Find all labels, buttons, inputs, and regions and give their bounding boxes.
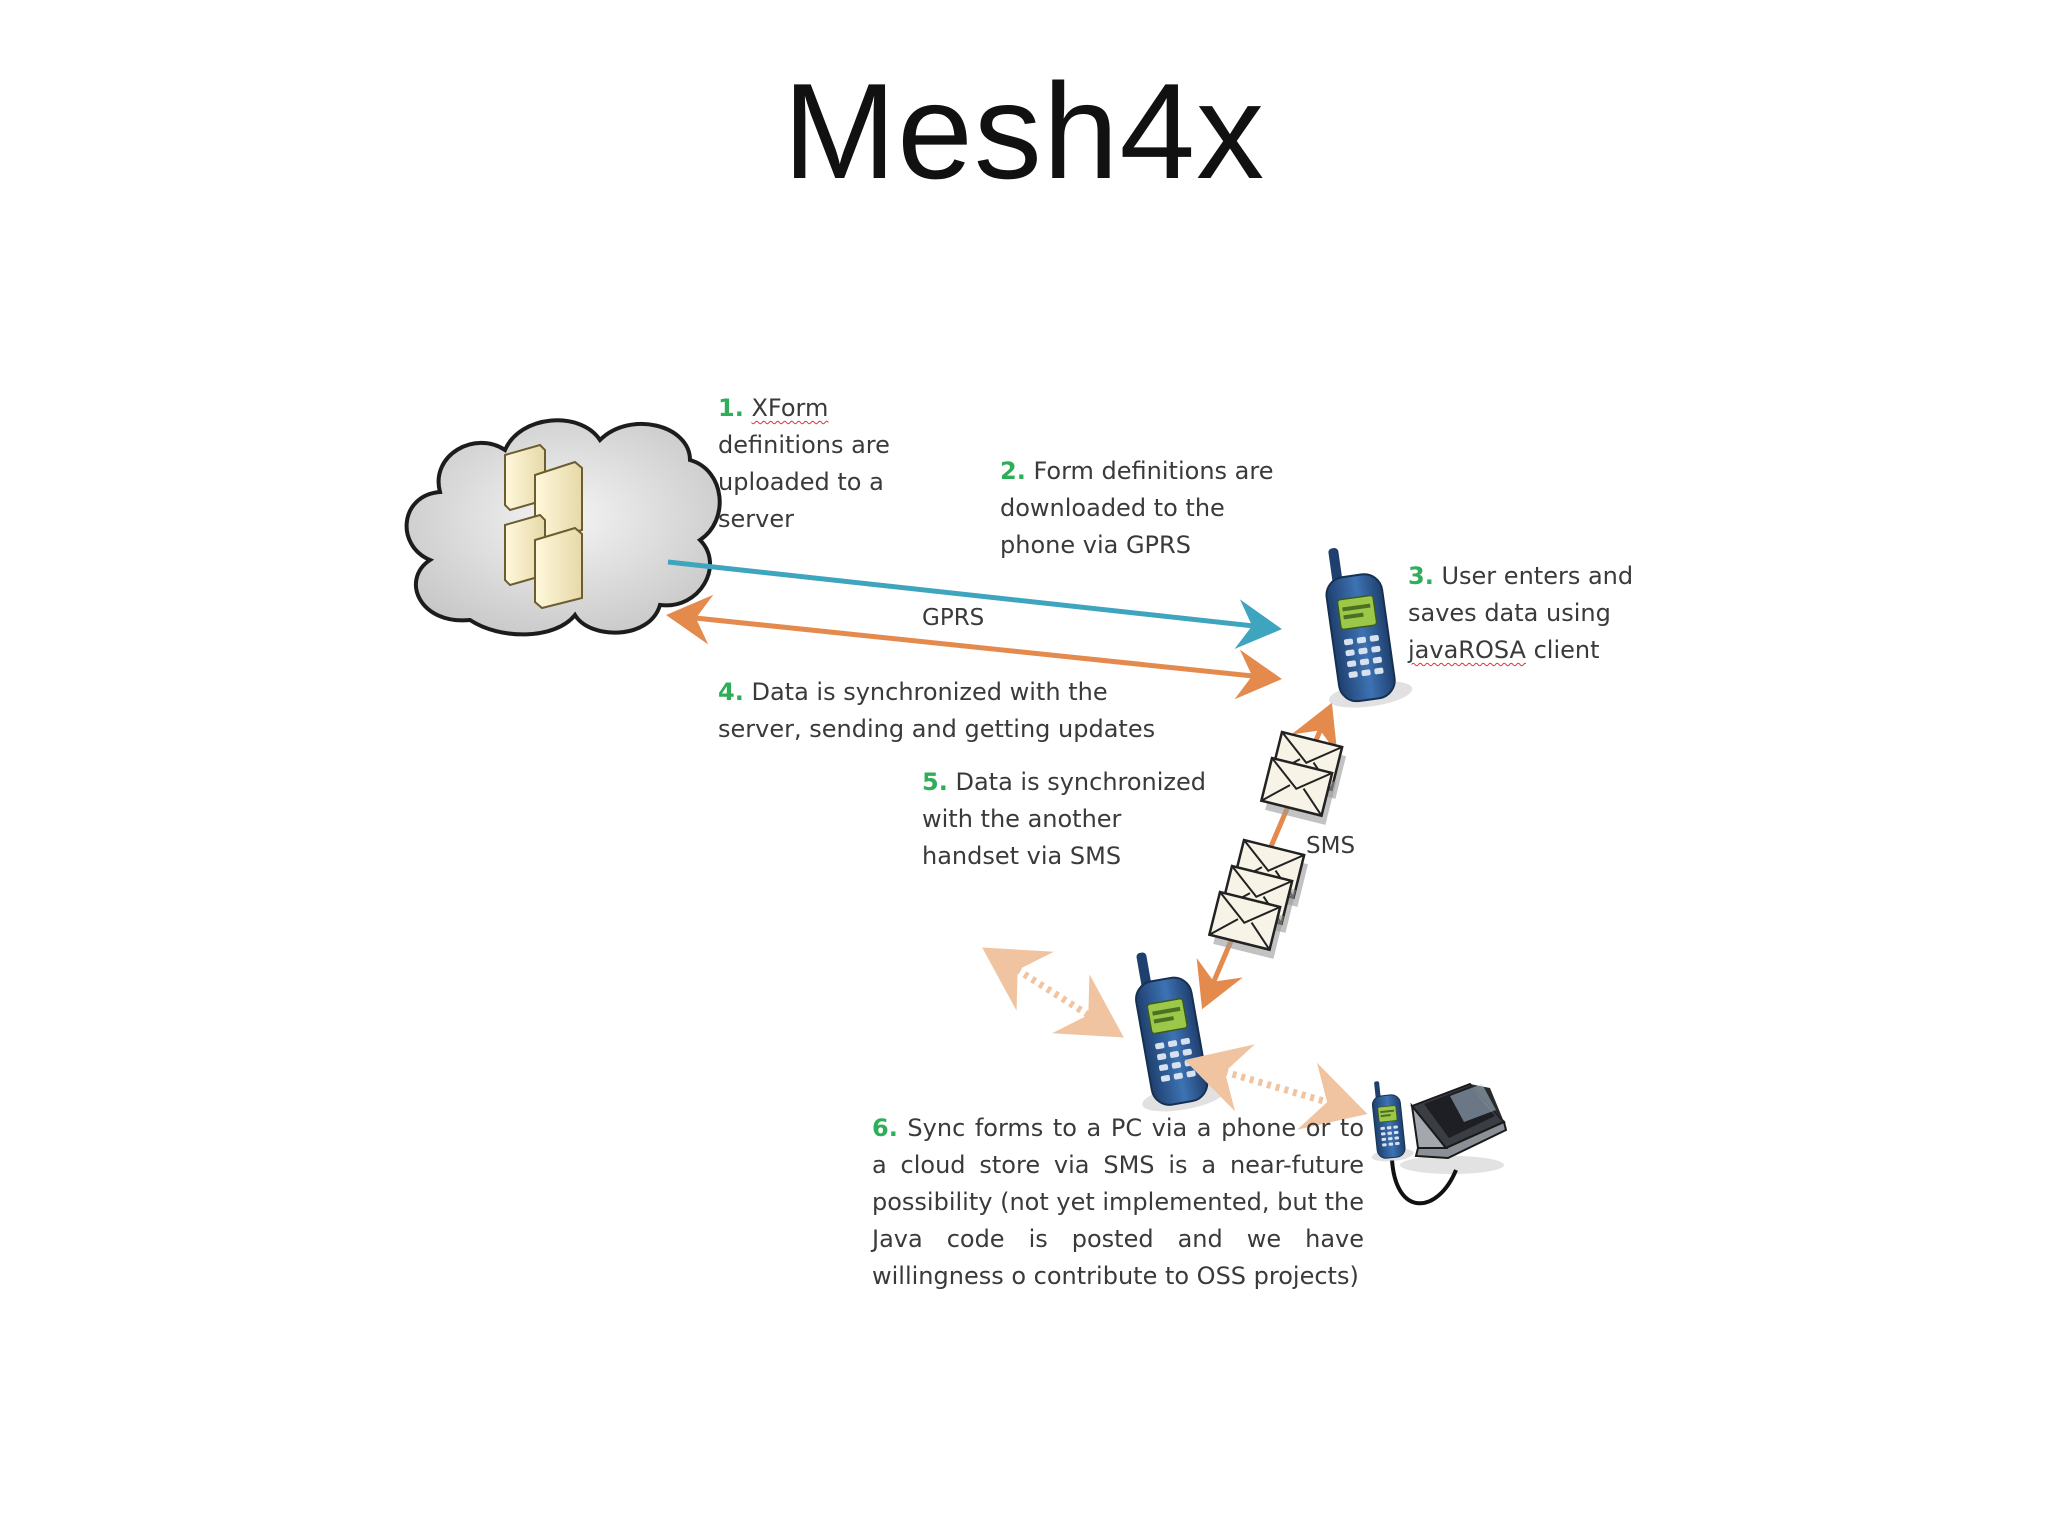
step-2: 2. Form definitions are downloaded to th…: [1000, 453, 1290, 564]
step-6-text: Sync forms to a PC via a phone or to a c…: [872, 1114, 1365, 1290]
step-3-number: 3.: [1408, 562, 1434, 590]
future-sync-arrow: [1184, 1044, 1368, 1130]
step-5: 5. Data is synchronized with the another…: [922, 764, 1212, 875]
slide-title: Mesh4x: [782, 55, 1266, 207]
step-4: 4. Data is synchronized with the server,…: [718, 674, 1158, 748]
step-2-text: Form definitions are downloaded to the p…: [1000, 457, 1274, 559]
step-5-number: 5.: [922, 768, 948, 796]
cloud-server-icon: [404, 418, 722, 637]
step-4-number: 4.: [718, 678, 744, 706]
step-5-text: Data is synchronized with the another ha…: [922, 768, 1207, 870]
sms-label: SMS: [1306, 833, 1356, 859]
step-6: 6. Sync forms to a PC via a phone or to …: [872, 1110, 1364, 1295]
step-1-term: XForm: [751, 394, 829, 422]
step-6-number: 6.: [872, 1114, 898, 1142]
step-3-suffix: client: [1525, 636, 1600, 664]
mobile-phone-icon: [1307, 538, 1415, 714]
step-1-number: 1.: [718, 394, 744, 422]
future-sync-arrow: [982, 947, 1124, 1038]
step-4-text: Data is synchronized with the server, se…: [718, 678, 1156, 743]
step-1: 1. XForm definitions are uploaded to a s…: [718, 390, 898, 538]
step-3-text: User enters and saves data using: [1408, 562, 1634, 627]
laptop-icon: [1363, 1077, 1508, 1206]
step-3-term: javaROSA: [1408, 636, 1526, 664]
gprs-label: GPRS: [922, 605, 985, 631]
mobile-phone-icon: [1115, 941, 1229, 1118]
step-1-text: definitions are uploaded to a server: [718, 431, 890, 533]
gprs-sync-arrow: [666, 594, 1282, 700]
step-2-number: 2.: [1000, 457, 1026, 485]
step-3: 3. User enters and saves data using java…: [1408, 558, 1638, 669]
